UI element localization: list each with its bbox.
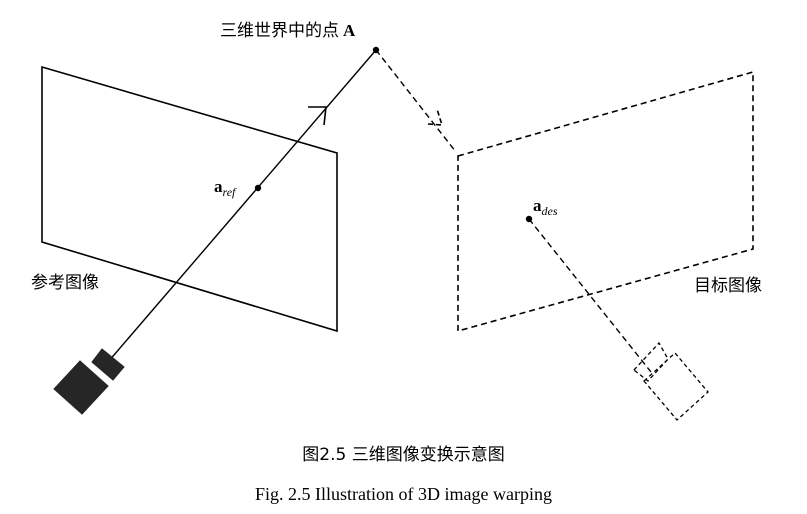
point-a-des-label: ades	[533, 196, 558, 218]
reference-image-label: 参考图像	[31, 273, 99, 293]
reference-image-plane	[41, 65, 338, 333]
point-a-ref-label: aref	[214, 177, 237, 199]
projection-ray-arrowhead	[427, 108, 444, 126]
target-camera-icon	[633, 341, 709, 421]
point-a-dot	[372, 46, 380, 54]
projection-ray-dashed	[375, 49, 457, 153]
reference-ray	[107, 49, 377, 363]
caption-chinese: 图2.5 三维图像变换示意图	[302, 445, 505, 465]
caption-english: Fig. 2.5 Illustration of 3D image warpin…	[255, 484, 552, 504]
point-a-ref-dot	[254, 184, 262, 192]
reference-camera-icon	[53, 348, 125, 415]
target-ray-dashed	[528, 218, 652, 373]
target-image-plane	[457, 70, 754, 333]
target-image-label: 目标图像	[694, 276, 762, 296]
point-a-des-dot	[525, 215, 533, 223]
reference-ray-arrowhead	[308, 106, 327, 126]
